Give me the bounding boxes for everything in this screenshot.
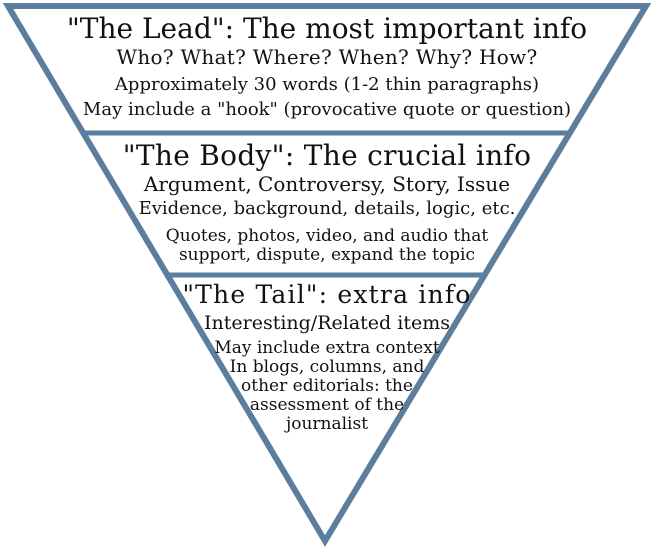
tail-related-items: Interesting/Related items [204,312,450,334]
lead-title: "The Lead": The most important info [66,12,588,45]
lead-word-count: Approximately 30 words (1-2 thin paragra… [114,74,540,95]
body-title: "The Body": The crucial info [122,139,532,172]
lead-hook-note: May include a "hook" (provocative quote … [82,99,572,120]
body-evidence: Evidence, background, details, logic, et… [138,198,516,219]
body-topics: Argument, Controversy, Story, Issue [143,172,511,196]
tail-title: "The Tail": extra info [182,280,472,309]
lead-five-ws: Who? What? Where? When? Why? How? [116,45,538,69]
tail-context-note: May include extra context In blogs, colu… [214,338,440,435]
body-media-note: Quotes, photos, video, and audio that su… [165,226,489,266]
